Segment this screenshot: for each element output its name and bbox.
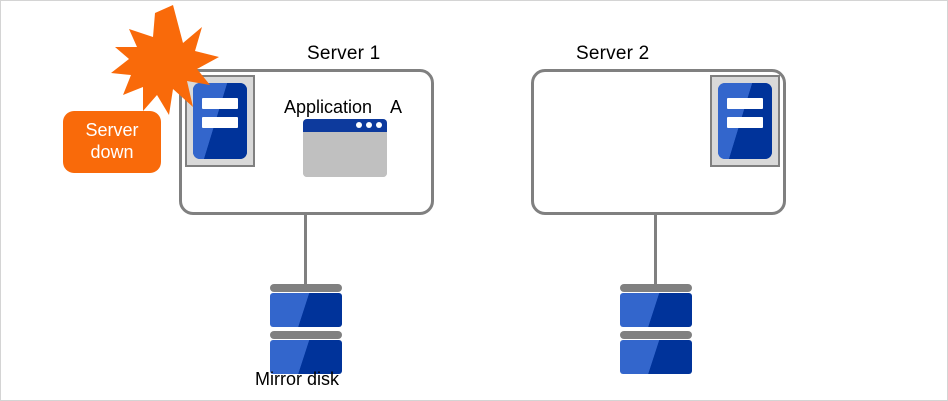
disk-platter	[270, 340, 342, 374]
application-window-body	[303, 132, 387, 177]
server-machine-slot-top	[201, 98, 239, 109]
failure-burst-icon	[111, 5, 219, 115]
server-machine-slot-bottom	[726, 117, 764, 128]
disk-cap	[620, 331, 692, 339]
server-down-line1: Server	[85, 120, 139, 141]
disk-cap	[620, 284, 692, 292]
disk-platter-shade	[270, 293, 342, 327]
server-machine-icon	[710, 75, 780, 167]
mirror-disk-label: Mirror disk	[255, 369, 339, 389]
window-control-dot	[356, 122, 362, 128]
server-machine-body	[718, 83, 772, 159]
server-down-badge: Server down	[63, 111, 161, 173]
application-window-icon	[303, 119, 387, 177]
server1-title: Server 1	[307, 43, 381, 64]
server-machine-slot-top	[726, 98, 764, 109]
server1-disk-connector	[304, 215, 307, 286]
server2-disk-connector	[654, 215, 657, 286]
window-control-dot	[366, 122, 372, 128]
disk-platter-shade	[270, 340, 342, 374]
disk-platter	[620, 293, 692, 327]
disk-cap	[270, 284, 342, 292]
disk-stack-icon	[270, 284, 342, 374]
window-control-dot	[376, 122, 382, 128]
application-a-label: Application A	[284, 97, 403, 117]
server-machine-body	[193, 83, 247, 159]
disk-cap	[270, 331, 342, 339]
disk-platter-shade	[620, 293, 692, 327]
application-window-controls	[356, 122, 382, 128]
disk-platter-shade	[620, 340, 692, 374]
disk-platter	[620, 340, 692, 374]
disk-stack-icon	[620, 284, 692, 374]
server-machine-icon	[185, 75, 255, 167]
application-window-titlebar	[303, 119, 387, 132]
server-machine-slot-bottom	[201, 117, 239, 128]
disk-platter	[270, 293, 342, 327]
server2-title: Server 2	[576, 43, 650, 64]
server-down-line2: down	[90, 142, 134, 162]
